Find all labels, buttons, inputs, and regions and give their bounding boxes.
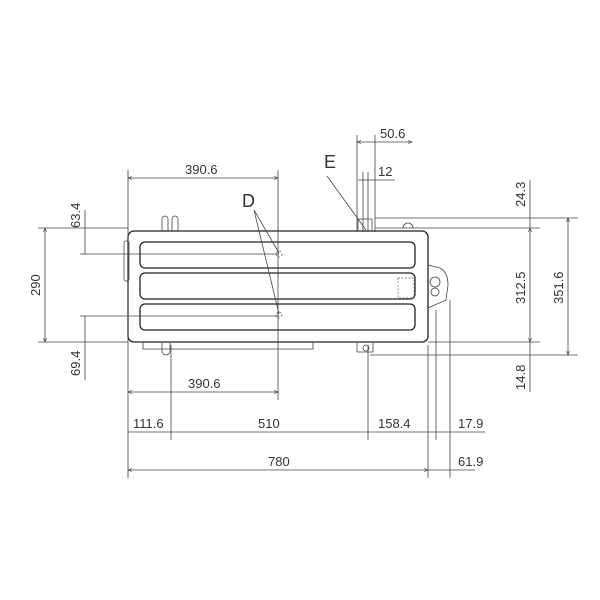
dim-height: 290	[28, 274, 43, 296]
dim-total-height: 351.6	[551, 271, 566, 304]
label-e: E	[324, 152, 336, 172]
dim-extra-width: 61.9	[458, 454, 483, 469]
dim-right-offset: 158.4	[378, 416, 411, 431]
dim-bottom-gap: 14.8	[513, 365, 528, 390]
dim-bottom-hole: 69.4	[68, 351, 83, 376]
dim-left-offset: 111.6	[133, 416, 164, 431]
dim-hole-spacing: 510	[258, 416, 280, 431]
dim-top-gap: 24.3	[513, 182, 528, 207]
dim-right-small: 17.9	[458, 416, 483, 431]
dim-bottom-width: 390.6	[188, 376, 221, 391]
dim-total-width: 780	[268, 454, 290, 469]
dim-e-width: 50.6	[380, 126, 405, 141]
dim-e-small: 12	[378, 164, 392, 179]
dim-top-hole: 63.4	[68, 203, 83, 228]
dimension-lines	[45, 142, 568, 470]
dim-inner-height: 312.5	[513, 271, 528, 304]
unit-body	[123, 215, 449, 356]
slot-top	[139, 241, 416, 269]
slot-middle	[139, 272, 416, 300]
slot-bottom	[139, 303, 416, 331]
dim-top-width: 390.6	[185, 162, 218, 177]
extension-lines	[38, 135, 578, 478]
label-d: D	[242, 191, 255, 211]
